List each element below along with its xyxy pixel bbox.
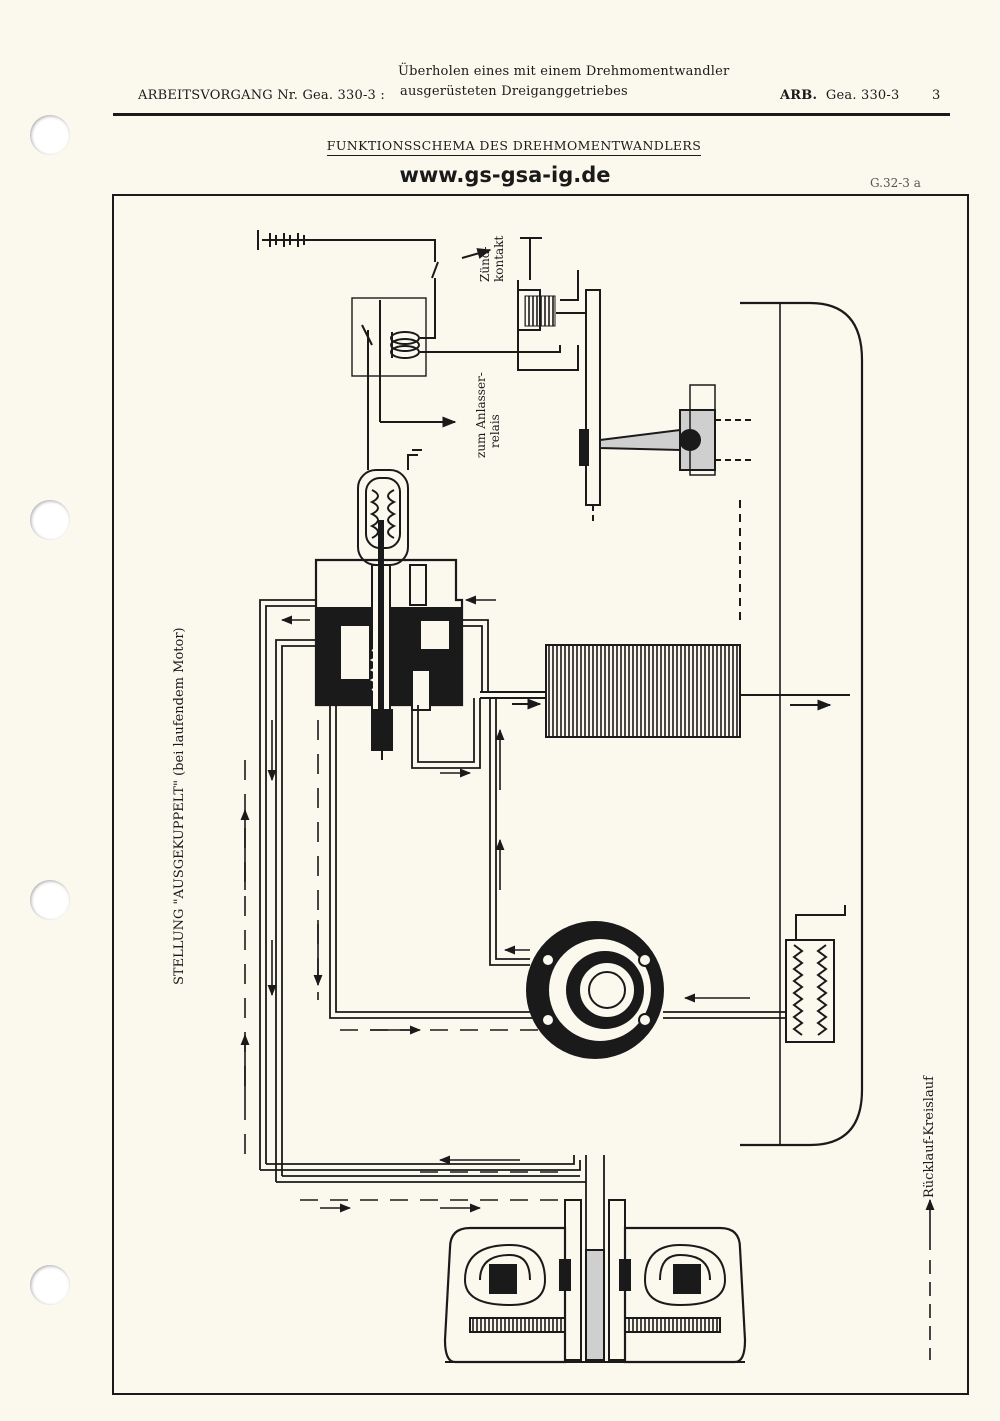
description-line-2: ausgerüsteten Dreiganggetriebes: [400, 84, 628, 99]
arb-label: ARB.: [780, 88, 818, 103]
ignition-contact-line-2: kontakt: [492, 235, 506, 282]
figure-number: G.32-3 a: [870, 176, 921, 190]
punch-hole: [30, 500, 70, 540]
page-number: 3: [932, 88, 941, 103]
ignition-switch: [461, 237, 579, 371]
relay-coil: [361, 300, 561, 470]
relay-box: [351, 297, 427, 377]
operation-number: Gea. 330-3 :: [302, 88, 385, 103]
diagram-frame: [112, 194, 969, 1395]
header-rule: [113, 113, 950, 116]
punch-hole: [30, 880, 70, 920]
page-title-text: FUNKTIONSSCHEMA DES DREHMOMENTWANDLERS: [326, 138, 702, 156]
control-valve: [314, 520, 464, 760]
oil-sump: [785, 850, 863, 1043]
starter-relay-line-2: relais: [488, 414, 502, 448]
arb-reference: ARB. Gea. 330-3: [780, 88, 899, 103]
oil-lines: [259, 599, 786, 1250]
flow-arrows: [240, 595, 935, 1360]
battery-symbol: [257, 230, 439, 325]
punch-hole: [30, 1265, 70, 1305]
arb-number: Gea. 330-3: [825, 88, 900, 103]
converter-housing: [740, 301, 864, 1147]
oil-pump: [526, 921, 664, 1059]
operation-label: ARBEITSVORGANG Nr. Gea. 330-3 :: [138, 88, 385, 103]
ignition-contact-label: Zünd- kontakt: [478, 236, 506, 282]
ignition-contact-line-1: Zünd-: [478, 246, 492, 282]
oil-filter: [480, 644, 850, 738]
description-line-1: Überholen eines mit einem Drehmomentwand…: [398, 64, 730, 79]
starter-relay-label: zum Anlasser- relais: [474, 372, 502, 458]
punch-hole: [30, 115, 70, 155]
return-circuit-label: Rücklauf-Kreislauf: [922, 1076, 937, 1198]
shift-linkage: [556, 289, 755, 525]
page-title: FUNKTIONSSCHEMA DES DREHMOMENTWANDLERS: [0, 138, 1000, 156]
starter-relay-line-1: zum Anlasser-: [474, 372, 488, 458]
position-label: STELLUNG "AUSGEKUPPELT" (bei laufendem M…: [172, 627, 187, 985]
operation-label-text: ARBEITSVORGANG Nr.: [138, 88, 299, 103]
watermark-url: www.gs-gsa-ig.de: [399, 163, 611, 187]
torque-converter: [443, 1199, 747, 1364]
